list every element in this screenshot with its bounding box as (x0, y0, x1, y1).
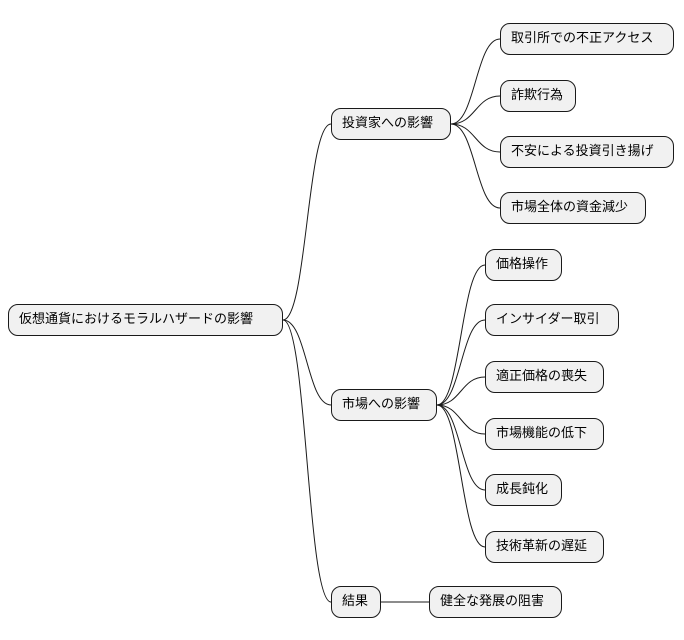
edge-7 (436, 264, 486, 406)
leaf-growth-slowdown: 成長鈍化 (485, 474, 562, 506)
edge-6 (450, 123, 501, 209)
edge-9 (436, 376, 486, 406)
leaf-price-manipulation: 価格操作 (485, 249, 562, 281)
leaf-market-fund-decrease: 市場全体の資金減少 (500, 192, 646, 224)
edges (282, 38, 501, 603)
edge-12 (436, 404, 486, 548)
edge-4 (450, 95, 501, 125)
edge-1 (282, 319, 332, 406)
branch-market-impact: 市場への影響 (331, 389, 437, 421)
edge-11 (436, 404, 486, 491)
edge-2 (282, 319, 332, 603)
edge-3 (450, 38, 501, 125)
leaf-insider-trading: インサイダー取引 (485, 304, 619, 336)
leaf-exchange-unauthorized-access: 取引所での不正アクセス (500, 23, 674, 55)
edge-0 (282, 123, 332, 321)
leaf-innovation-delay: 技術革新の遅延 (485, 531, 604, 563)
leaf-healthy-development-hindered: 健全な発展の阻害 (429, 586, 562, 618)
edge-10 (436, 404, 486, 435)
leaf-fraud: 詐欺行為 (500, 80, 576, 112)
branch-investor-impact: 投資家への影響 (331, 108, 451, 140)
leaf-withdrawal-due-to-anxiety: 不安による投資引き揚げ (500, 136, 674, 168)
leaf-loss-of-fair-price: 適正価格の喪失 (485, 361, 604, 393)
root-node: 仮想通貨におけるモラルハザードの影響 (8, 304, 283, 336)
branch-result: 結果 (331, 586, 381, 618)
edge-5 (450, 123, 501, 153)
leaf-market-function-decline: 市場機能の低下 (485, 418, 604, 450)
edge-8 (436, 319, 486, 406)
